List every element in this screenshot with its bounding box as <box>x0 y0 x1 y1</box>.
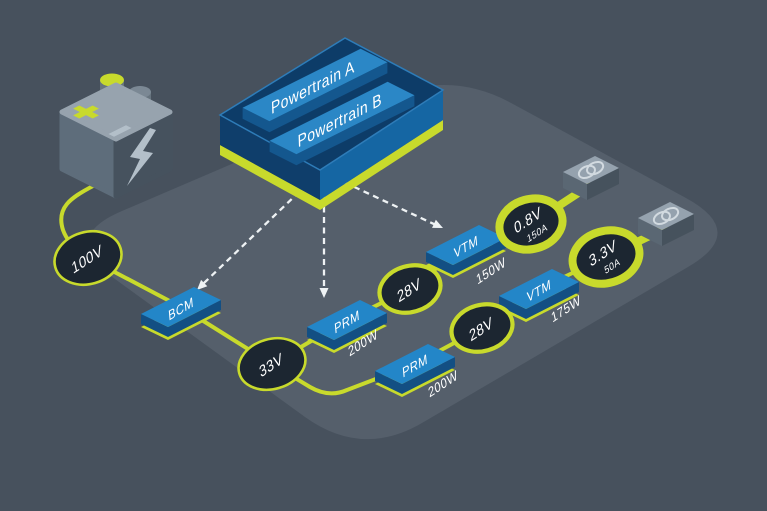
arrow-to-bcm <box>202 169 323 285</box>
control-arrows <box>197 169 443 298</box>
rail-a-node-28v: 28V <box>377 263 443 315</box>
bcm-module: BCM <box>141 287 221 340</box>
battery-plus-icon <box>73 105 99 119</box>
powertrain-wall-left <box>220 115 320 200</box>
source-node-100v: 100V <box>53 230 123 286</box>
arrowhead-vtm <box>432 219 443 228</box>
output-node-33v: 3.3V 50A <box>568 226 644 288</box>
wire-rail-b <box>270 255 608 396</box>
output-node-08v: 0.8V 150A <box>495 194 567 254</box>
powertrain-wall-right <box>320 90 443 200</box>
battery-minus-icon <box>108 125 132 137</box>
battery <box>59 73 173 199</box>
arrow-to-vtm <box>334 176 437 227</box>
vtm-module-rail-a: VTM <box>426 225 506 278</box>
prm-module-rail-a: PRM <box>307 300 387 353</box>
rail-b-node-28v: 28V <box>449 302 515 354</box>
arrowhead-prm <box>319 288 329 298</box>
powertrain-base-right <box>320 120 443 210</box>
battery-lightning-icon <box>127 128 156 186</box>
arrowhead-bcm <box>197 279 208 290</box>
vtm-module-rail-b: VTM <box>499 269 579 322</box>
prm-module-rail-b: PRM <box>375 344 455 397</box>
bus-node-33v: 33V <box>237 336 307 392</box>
battery-top-face <box>59 82 173 142</box>
powertrain-base-left <box>220 145 320 210</box>
powertrain-box: Powertrain A Powertrain B <box>218 37 445 210</box>
